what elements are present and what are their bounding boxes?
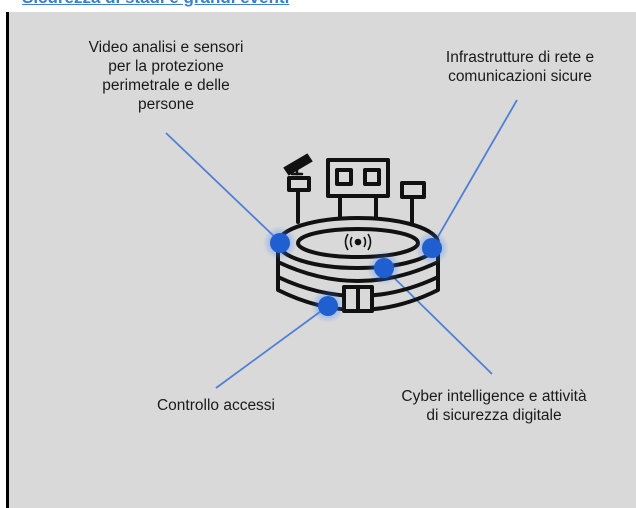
connector-video [165,132,281,243]
label-video: Video analisi e sensori per la protezion… [88,39,244,113]
page-title: Sicurezza di stadi e grandi eventi [22,0,289,8]
label-access: Controllo accessi [156,397,276,414]
dot-network [415,231,449,265]
dot-access [311,289,345,323]
connector-access [215,305,329,389]
dot-cyber [367,251,401,285]
connector-network [431,99,518,248]
wireless-signal-icon [344,233,372,251]
cctv-camera-icon [283,153,313,176]
label-network: Infrastrutture di rete e comunicazioni s… [445,49,595,85]
dot-video [263,226,297,260]
label-cyber: Cyber intelligence e attività di sicurez… [401,388,587,424]
stadium-icon [276,158,440,313]
connector-cyber [383,267,493,375]
